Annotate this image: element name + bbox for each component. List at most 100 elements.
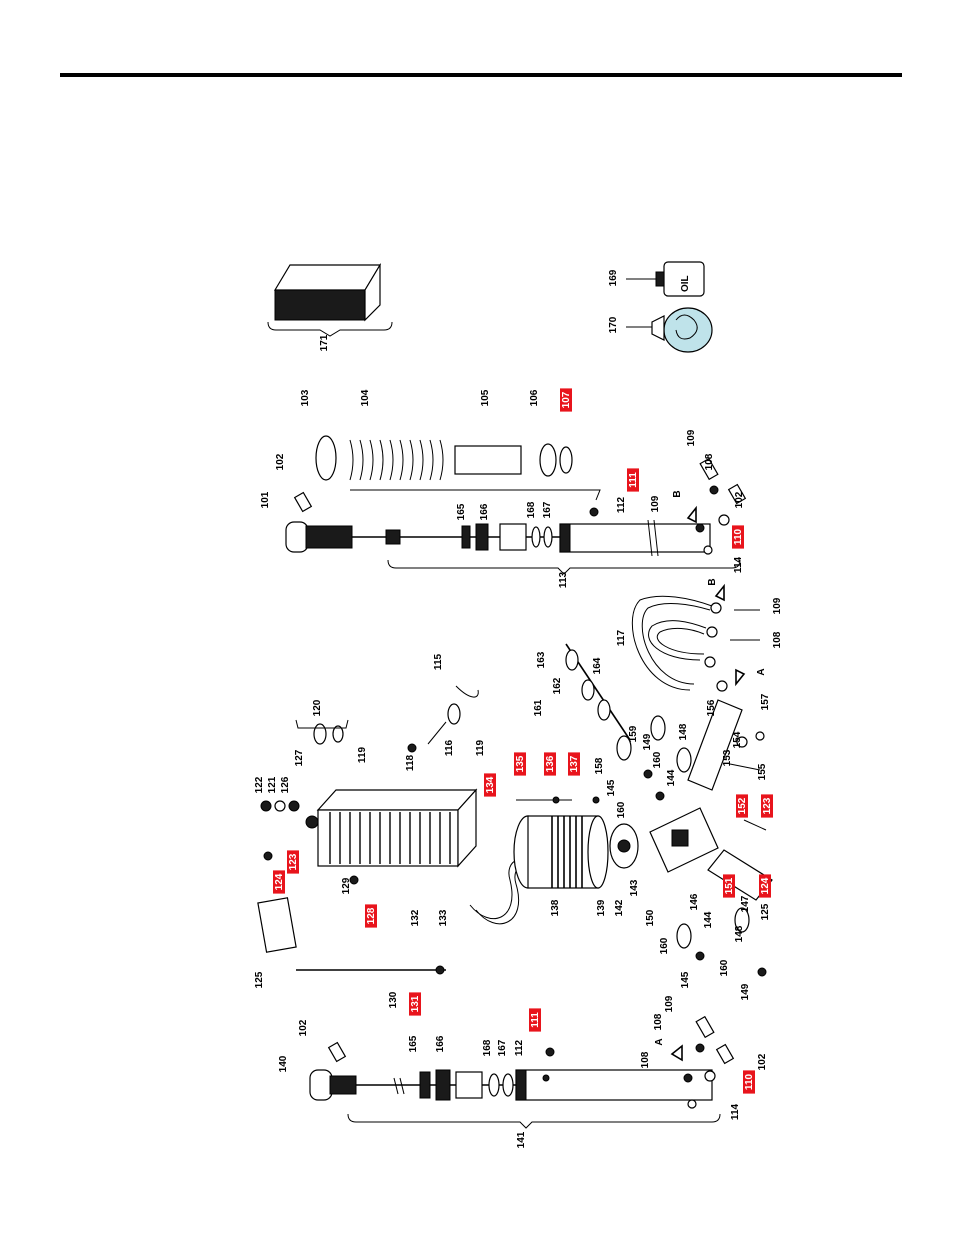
callout-132: 132 [410,909,421,926]
callout-text: 165 [408,1035,419,1052]
callout-B: B [707,578,718,585]
callout-148: 148 [678,723,689,740]
callout-124: 124 [273,870,285,894]
callout-text: 102 [757,1053,768,1070]
callout-text: 108 [653,1013,664,1030]
callout-text: 120 [312,699,323,716]
callout-159: 159 [628,725,639,742]
callout-highlight [732,525,744,549]
callout-166: 166 [479,503,490,520]
callout-166: 166 [435,1035,446,1052]
callout-112: 112 [514,1039,525,1056]
reservoir-box-part [267,262,393,337]
callout-123: 123 [287,850,299,874]
callout-text: 160 [659,937,670,954]
callout-text: 145 [606,779,617,796]
callout-text: 108 [772,631,783,648]
callout-111: 111 [627,468,639,492]
callout-text: 165 [456,503,467,520]
callout-144: 144 [703,911,714,928]
callout-text: 162 [552,677,563,694]
callout-text: 148 [678,723,689,740]
callout-167: 167 [497,1039,508,1056]
callout-highlight [560,388,572,412]
callout-text: A [654,1038,665,1045]
callout-highlight [273,870,285,894]
callout-text: 108 [640,1051,651,1068]
callout-text: 168 [526,501,537,518]
callout-highlight [484,773,496,797]
callout-text: 158 [594,757,605,774]
callout-111: 111 [529,1008,541,1032]
callout-highlight [761,794,773,818]
callout-text: B [707,578,718,585]
callout-167: 167 [542,501,553,518]
callout-145: 145 [680,971,691,988]
callout-131: 131 [409,992,421,1016]
callout-text: 103 [300,389,311,406]
hose-assembly [631,583,760,692]
callout-text: 114 [730,1103,741,1120]
callout-text: 135 [515,755,526,772]
callout-119: 119 [475,739,486,756]
oil-bottle-icon: OIL [626,261,705,297]
callout-160: 160 [616,801,627,818]
callout-text: 167 [542,501,553,518]
oil-bottle-text: OIL [680,275,691,292]
callout-108: 108 [772,631,783,648]
callout-108: 108 [653,1013,664,1030]
sealant-tube-icon [626,307,713,353]
callout-135: 135 [514,752,526,776]
callout-text: 102 [275,453,286,470]
lower-cylinder-assembly [309,1015,735,1129]
callout-text: 113 [558,571,569,588]
callout-150: 150 [645,909,656,926]
callout-145: 145 [606,779,617,796]
callout-141: 141 [516,1131,527,1148]
callout-text: 117 [616,629,627,646]
callout-168: 168 [482,1039,493,1056]
callout-125: 125 [254,971,265,988]
callout-160: 160 [719,959,730,976]
callout-text: 147 [740,895,751,912]
callout-119: 119 [357,746,368,763]
callout-153: 153 [722,749,733,766]
callout-130: 130 [388,991,399,1008]
callout-text: 128 [366,907,377,924]
callout-114: 114 [730,1103,741,1120]
callout-112: 112 [616,496,627,513]
valve-bracket-group [565,643,773,977]
callout-164: 164 [592,657,603,674]
callout-text: 112 [616,496,627,513]
callout-122: 122 [254,776,265,793]
callout-133: 133 [438,909,449,926]
callout-text: 112 [514,1039,525,1056]
callout-170: 170 [608,316,619,333]
callout-text: 110 [733,528,744,545]
callout-text: 108 [704,453,715,470]
callout-text: 164 [592,657,603,674]
callout-108: 108 [640,1051,651,1068]
callout-highlight [514,752,526,776]
callout-103: 103 [300,389,311,406]
callout-106: 106 [529,389,540,406]
callout-121: 121 [267,776,278,793]
callout-text: 144 [666,769,677,786]
callout-text: 168 [482,1039,493,1056]
callout-text: 109 [664,995,675,1012]
callout-text: 119 [357,746,368,763]
callout-text: 149 [740,983,751,1000]
callout-highlight [287,850,299,874]
callout-138: 138 [550,899,561,916]
callout-A: A [654,1038,665,1045]
callout-text: 110 [744,1073,755,1090]
callout-text: 102 [734,491,745,508]
callout-120: 120 [312,699,323,716]
callout-highlight [723,874,735,898]
callout-102: 102 [734,491,745,508]
callout-105: 105 [480,389,491,406]
callout-text: 124 [760,877,771,894]
callout-109: 109 [650,495,661,512]
callout-text: 143 [629,879,640,896]
